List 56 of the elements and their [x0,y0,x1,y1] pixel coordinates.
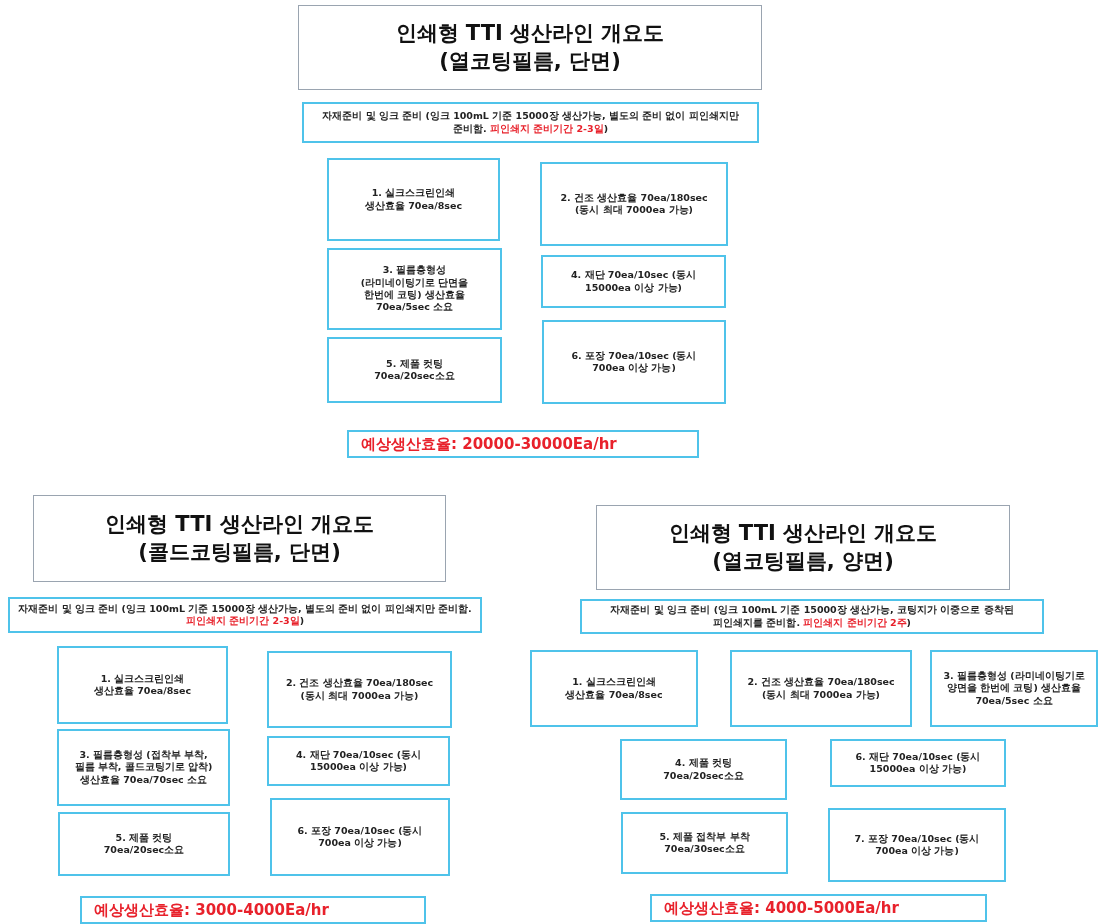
process-step-text: 2. 건조 생산효율 70ea/180sec (동시 최대 7000ea 가능) [746,676,896,701]
efficiency-box [650,894,987,922]
process-step-text: 6. 포장 70ea/10sec (동시 700ea 이상 가능) [296,824,424,850]
process-step-box [540,162,728,246]
preparation-box [302,102,759,143]
process-step-box [267,736,450,786]
process-step-box [620,739,787,800]
process-step-text: 3. 필름층형성 (라미네이팅기로 단면을 한번에 코팅) 생산효율 70ea/5sec 소요 [359,264,470,314]
efficiency-box [80,896,426,924]
process-step-box [327,158,500,241]
process-step-box [327,337,502,403]
process-step-box [58,812,230,876]
process-step-text: 3. 필름층형성 (라미네이팅기로 양면을 한번에 코팅) 생산효율 70ea/5sec 소요 [942,670,1086,707]
process-step-text: 2. 건조 생산효율 70ea/180sec (동시 최대 7000ea 가능) [284,677,435,702]
heading-box [298,5,762,90]
process-step-box [930,650,1098,727]
efficiency-box [347,430,699,458]
process-step-box [830,739,1006,787]
process-step-text: 1. 실크스크린인쇄 생산효율 70ea/8sec [92,672,193,698]
process-step-text: 6. 재단 70ea/10sec (동시 15000ea 이상 가능) [854,750,982,776]
process-step-box [542,320,726,404]
preparation-note: 자재준비 및 잉크 준비 (잉크 100mL 기준 15000장 생산가능, 별도의 준비 없이 피인쇄지만 준비함. 피인쇄지 준비기간 2-3일) [17,602,473,628]
process-step-box [57,729,230,806]
heading-text: 인쇄형 TTI 생산라인 개요도 (콜드코팅필름, 단면) [104,511,375,566]
process-step-box [57,646,228,724]
efficiency-text: 예상생산효율: 3000-4000Ea/hr [94,900,329,920]
process-step-box [270,798,450,876]
heading-box [33,495,446,582]
process-step-box [541,255,726,308]
process-step-text: 6. 포장 70ea/10sec (동시 700ea 이상 가능) [570,349,698,375]
process-step-text: 2. 건조 생산효율 70ea/180sec (동시 최대 7000ea 가능) [559,191,709,217]
process-step-text: 4. 제품 컷팅 70ea/20sec소요 [662,757,745,782]
preparation-note: 자재준비 및 잉크 준비 (잉크 100mL 기준 15000장 생산가능, 별도의 준비 없이 피인쇄지만 준비함. 피인쇄지 준비기간 2-3일) [321,110,740,135]
process-step-text: 5. 제품 컷팅 70ea/20sec소요 [102,831,186,857]
process-step-box [327,248,502,330]
efficiency-text: 예상생산효율: 4000-5000Ea/hr [664,898,899,918]
process-step-text: 3. 필름층형성 (접착부 부착, 필름 부착, 콜드코팅기로 압착) 생산효율 70ea/70sec 소요 [73,749,214,786]
process-step-box [621,812,788,874]
process-step-text: 4. 재단 70ea/10sec (동시 15000ea 이상 가능) [295,748,422,774]
process-step-box [267,651,452,728]
process-step-text: 1. 실크스크린인쇄 생산효율 70ea/8sec [564,676,664,701]
process-step-box [530,650,698,727]
preparation-box [8,597,482,633]
efficiency-text: 예상생산효율: 20000-30000Ea/hr [361,434,617,454]
process-step-text: 4. 재단 70ea/10sec (동시 15000ea 이상 가능) [570,269,697,294]
heading-box [596,505,1010,590]
process-step-text: 1. 실크스크린인쇄 생산효율 70ea/8sec [363,187,464,212]
process-step-text: 5. 제품 컷팅 70ea/20sec소요 [373,357,456,383]
process-step-text: 7. 포장 70ea/10sec (동시 700ea 이상 가능) [853,832,981,858]
process-step-box [828,808,1006,882]
process-step-text: 5. 제품 접착부 부착 70ea/30sec소요 [658,830,751,856]
heading-text: 인쇄형 TTI 생산라인 개요도 (열코팅필름, 단면) [394,20,666,75]
preparation-note: 자재준비 및 잉크 준비 (잉크 100mL 기준 15000장 생산가능, 코팅지가 이중으로 증착된 피인쇄지를 준비함. 피인쇄지 준비기간 2주) [609,604,1015,629]
preparation-box [580,599,1044,634]
process-step-box [730,650,912,727]
heading-text: 인쇄형 TTI 생산라인 개요도 (열코팅필름, 양면) [667,520,939,575]
